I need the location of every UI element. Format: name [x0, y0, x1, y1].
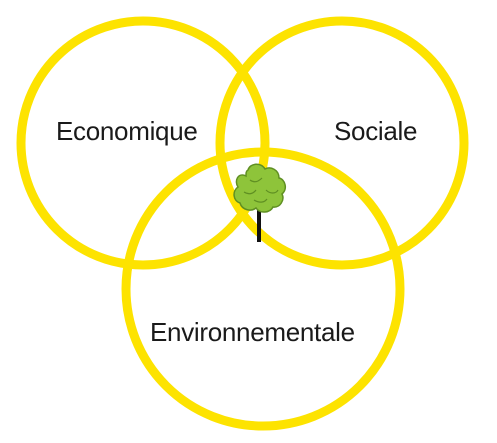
label-environnementale: Environnementale: [150, 317, 355, 347]
tree-foliage-shade: [243, 177, 279, 203]
label-economique: Economique: [56, 116, 198, 146]
circle-sociale: [215, 16, 469, 270]
circle-environnementale: [121, 147, 405, 431]
tree-trunk: [257, 200, 261, 242]
label-sociale: Sociale: [334, 116, 417, 146]
circle-economique: [16, 16, 270, 270]
tree-icon: [233, 163, 287, 242]
tree-foliage: [233, 163, 287, 213]
